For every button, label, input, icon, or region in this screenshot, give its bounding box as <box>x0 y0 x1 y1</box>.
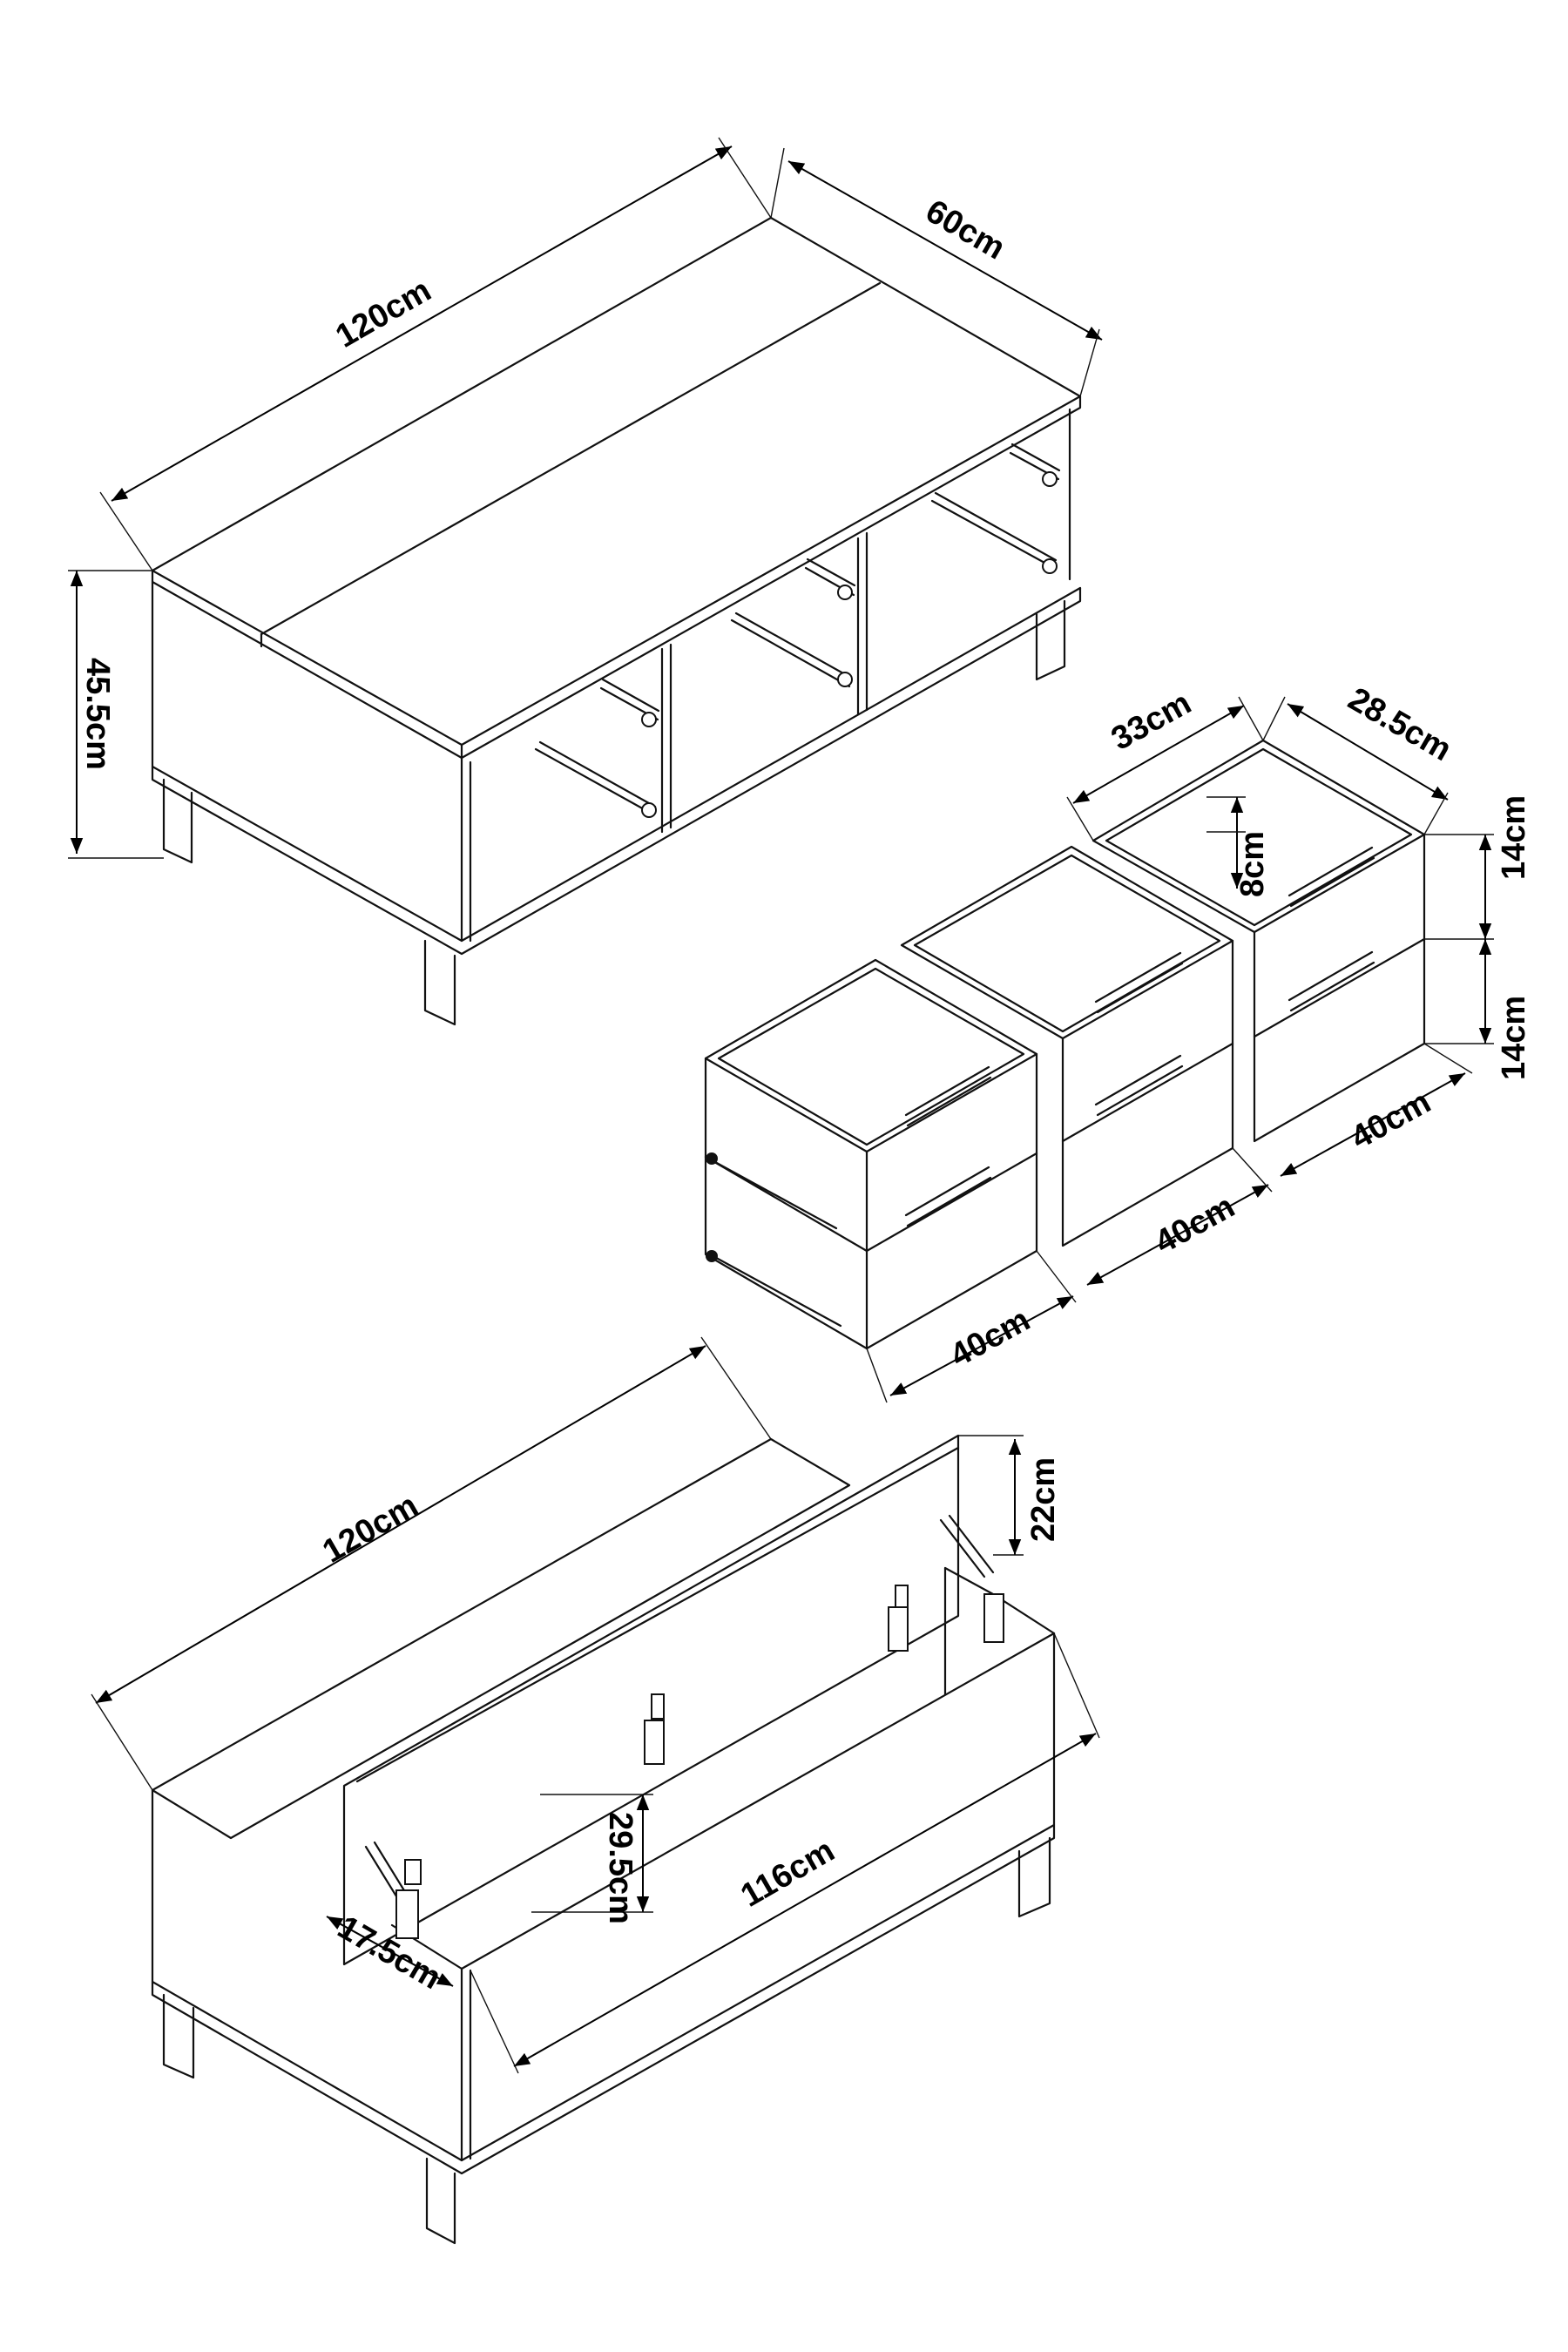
open-lid-height-label: 22cm <box>1025 1457 1062 1542</box>
open-inner-length-label: 116cm <box>735 1832 841 1914</box>
drawer-inner-depth-label: 28.5cm <box>1342 680 1458 768</box>
open-bench-view: 120cm 22cm 116cm 29.5cm 17.5cm <box>91 1336 1100 2245</box>
drawer-width-front-label: 40cm <box>944 1301 1036 1375</box>
drawer-height-upper-label: 14cm <box>1496 795 1532 880</box>
drawer-middle <box>900 845 1234 1247</box>
drawer-front <box>704 958 1038 1350</box>
drawer-height-lower-label: 14cm <box>1496 996 1532 1080</box>
runner-left-upper <box>534 678 660 818</box>
hinge-left <box>364 1841 422 1939</box>
open-inner-depth-label: 29.5cm <box>602 1812 639 1924</box>
drawer-width-middle-label: 40cm <box>1149 1188 1240 1261</box>
drawer-inner-height-label: 8cm <box>1234 831 1271 897</box>
closed-height-label: 45.5cm <box>79 658 116 770</box>
open-lid-side-label: 17.5cm <box>332 1909 448 1997</box>
drawer-width-back-label: 40cm <box>1345 1084 1436 1157</box>
runner-right <box>930 443 1061 574</box>
closed-bench-view: 120cm 60cm 45.5cm <box>68 137 1103 1026</box>
open-width-label: 120cm <box>317 1487 424 1571</box>
hinge-mid-left <box>644 1693 665 1765</box>
closed-depth-label: 60cm <box>920 193 1011 267</box>
drawer-inner-width-label: 33cm <box>1105 685 1197 758</box>
drawers-view: 40cm 40cm 40cm 33cm 28.5cm 14cm 14cm 8cm <box>704 680 1532 1403</box>
hinge-mid-right <box>888 1585 909 1652</box>
closed-width-label: 120cm <box>330 272 437 355</box>
hinge-right <box>939 1514 1004 1643</box>
runner-middle <box>730 558 856 688</box>
drawer-back <box>1092 739 1426 1143</box>
